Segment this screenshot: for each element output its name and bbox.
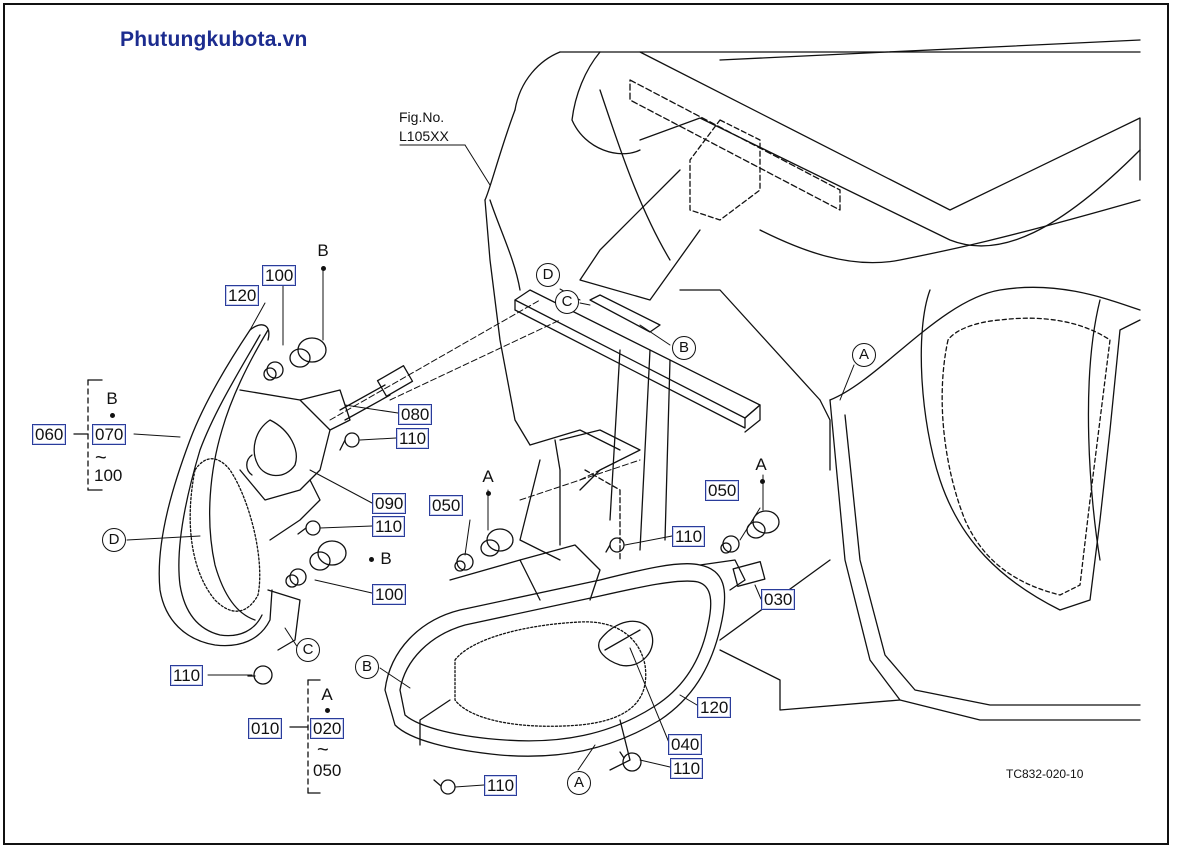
- ref-letter-b-lower: B: [380, 549, 392, 568]
- mounting-bracket: [514, 289, 761, 561]
- circled-letter-a-panel: A: [852, 343, 876, 367]
- part-callout-060[interactable]: 060: [32, 424, 67, 445]
- part-callout-100-top[interactable]: 100: [262, 265, 297, 286]
- right-headlamp: [384, 544, 766, 771]
- range-tilde-upper: ~: [95, 447, 107, 469]
- part-callout-110-lower-right[interactable]: 110: [670, 758, 704, 779]
- circled-letter-c-left: C: [296, 638, 320, 662]
- ref-dot-a-group: [325, 708, 330, 713]
- part-callout-110-lower-left[interactable]: 110: [170, 665, 204, 686]
- range-end-050: 050: [313, 761, 342, 780]
- part-callout-010[interactable]: 010: [248, 718, 283, 739]
- part-callout-110-bottom[interactable]: 110: [484, 775, 518, 796]
- circled-letter-b-right-lamp: B: [355, 655, 379, 679]
- part-callout-030[interactable]: 030: [761, 589, 796, 610]
- part-callout-110-center[interactable]: 110: [672, 526, 706, 547]
- drawing-border: [3, 3, 1169, 845]
- range-end-100: 100: [94, 466, 123, 485]
- circled-letter-a-bottom: A: [567, 771, 591, 795]
- figure-reference-number: L105XX: [399, 128, 449, 144]
- circled-letter-c-center: C: [555, 290, 579, 314]
- ref-dot-b-lower: [369, 557, 374, 562]
- part-callout-110-upper-left[interactable]: 110: [396, 428, 430, 449]
- range-tilde-lower: ~: [317, 739, 329, 761]
- figure-reference-label: Fig.No.: [399, 109, 445, 125]
- circled-letter-d-left: D: [102, 528, 126, 552]
- part-callout-120-left[interactable]: 120: [225, 285, 260, 306]
- ref-letter-a-group: A: [321, 685, 333, 704]
- part-callout-120-right[interactable]: 120: [697, 697, 732, 718]
- ref-dot-a-left: [486, 491, 491, 496]
- hood-outline: [484, 39, 1141, 471]
- circled-letter-d-center: D: [536, 263, 560, 287]
- ref-dot-b-top: [321, 266, 326, 271]
- ref-letter-b-group: B: [106, 389, 118, 408]
- part-callout-090[interactable]: 090: [372, 493, 407, 514]
- part-callout-020[interactable]: 020: [310, 718, 345, 739]
- part-callout-040[interactable]: 040: [668, 734, 703, 755]
- drawing-code: TC832-020-10: [1006, 767, 1084, 781]
- part-callout-080[interactable]: 080: [398, 404, 433, 425]
- side-panel: [719, 286, 1141, 721]
- part-callout-100-lower[interactable]: 100: [372, 584, 407, 605]
- ref-dot-a-right: [760, 479, 765, 484]
- part-callout-050-right[interactable]: 050: [705, 480, 740, 501]
- ref-letter-a-right: A: [755, 455, 767, 474]
- part-callout-050-left[interactable]: 050: [429, 495, 464, 516]
- circled-letter-b-center: B: [672, 336, 696, 360]
- part-callout-110-mid-left[interactable]: 110: [372, 516, 406, 537]
- fasteners: [247, 337, 780, 795]
- watermark-text: Phutungkubota.vn: [120, 28, 308, 51]
- figure-reference: Fig.No. L105XX: [399, 108, 449, 146]
- ref-dot-b-group: [110, 413, 115, 418]
- ref-letter-a-left: A: [482, 467, 494, 486]
- ref-letter-b-top: B: [317, 241, 329, 260]
- part-callout-070[interactable]: 070: [92, 424, 127, 445]
